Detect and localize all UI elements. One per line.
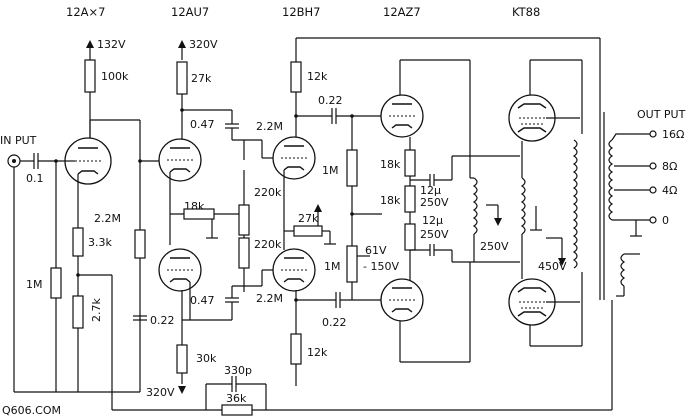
watermark: Q606.COM [2,404,61,417]
out-0: 0 [662,214,669,227]
feedback-winding [620,253,626,287]
resistor-30k [176,344,188,374]
r3k3-value: 3.3k [88,236,112,249]
r12k-a-value: 12k [307,70,328,83]
resistor-18k-c [404,185,416,213]
out-8: 8Ω [662,160,677,173]
cap-022b-value: 0.22 [318,94,343,107]
r27k-a-value: 27k [191,72,212,85]
r220k-b-value: 220k [254,238,282,251]
v250b: 250V [420,228,449,241]
header-12az7: 12AZ7 [383,5,421,19]
r27k-b-value: 27k [298,212,319,225]
resistor-100k [84,59,96,93]
cap-12u-b-value: 12μ [422,214,443,227]
cap-047a-value: 0.47 [190,118,215,131]
output-transformer-secondary [608,139,614,221]
cap-047b-value: 0.47 [190,294,215,307]
header-kt88: KT88 [512,5,540,19]
supply-arrow-320v-bottom [178,386,186,394]
resistor-1m-c [346,245,358,283]
resistor-12k-b [290,333,302,365]
bias-minus150v: - 150V [363,260,399,273]
r18k-b-value: 18k [380,158,401,171]
resistor-18k-b [404,149,416,177]
resistor-1m-b [346,149,358,187]
header-12ax7: 12A×7 [66,5,105,19]
r2m2b-value: 2.2M [256,120,283,133]
resistor-2m2-a [134,229,146,259]
r12k-b-value: 12k [307,346,328,359]
r100k-value: 100k [101,70,129,83]
r220k-a-value: 220k [254,186,282,199]
bias-61v: 61V [365,244,387,257]
resistor-1m-input [50,267,62,299]
r1m-c-value: 1M [324,260,341,273]
resistor-3k3 [72,227,84,257]
output-terminal-0[interactable] [649,216,657,224]
cap-022a-value: 0.22 [150,314,175,327]
r2k7-value: 2.7k [90,298,103,322]
supply-320v-bottom: 320V [146,386,175,399]
r18k-c-value: 18k [380,194,401,207]
resistor-220k-b [238,237,250,269]
resistor-12az7-link [404,223,416,251]
resistor-18k-a [183,208,215,220]
supply-arrow-132v [86,40,94,48]
v250c: 250V [480,240,509,253]
supply-132v: 132V [97,38,126,51]
cap-12u-a-value: 12μ [420,184,441,197]
r1m-input-value: 1M [26,278,43,291]
r36k-value: 36k [226,392,247,405]
cap-022c-value: 0.22 [322,316,347,329]
resistor-27k-b [293,225,323,237]
out-16: 16Ω [662,128,684,141]
supply-arrow-320v-top [178,40,186,48]
cap-330p-value: 330p [224,364,252,377]
output-terminal-16[interactable] [649,130,657,138]
input-label: IN PUT [0,134,37,147]
out-4: 4Ω [662,184,677,197]
r2m2a-value: 2.2M [94,212,121,225]
r2m2c-value: 2.2M [256,292,283,305]
input-jack-center [12,159,16,163]
supply-320v-top: 320V [189,38,218,51]
output-terminal-8[interactable] [649,162,657,170]
output-label: OUT PUT [637,108,686,121]
r30k-value: 30k [196,352,217,365]
v250a: 250V [420,196,449,209]
r1m-b-value: 1M [322,164,339,177]
output-terminal-4[interactable] [649,186,657,194]
resistor-220k-a [238,204,250,236]
resistor-12k-a [290,61,302,93]
choke-kt88-bias [520,177,526,235]
header-12au7: 12AU7 [171,5,209,19]
v450: 450V [538,260,567,273]
output-transformer-primary [572,139,578,269]
header-12bh7: 12BH7 [282,5,321,19]
resistor-27k-a [176,61,188,95]
choke-250v [472,177,478,235]
resistor-2k7 [72,295,84,329]
input-cap-value: 0.1 [26,172,44,185]
resistor-36k [221,404,253,416]
